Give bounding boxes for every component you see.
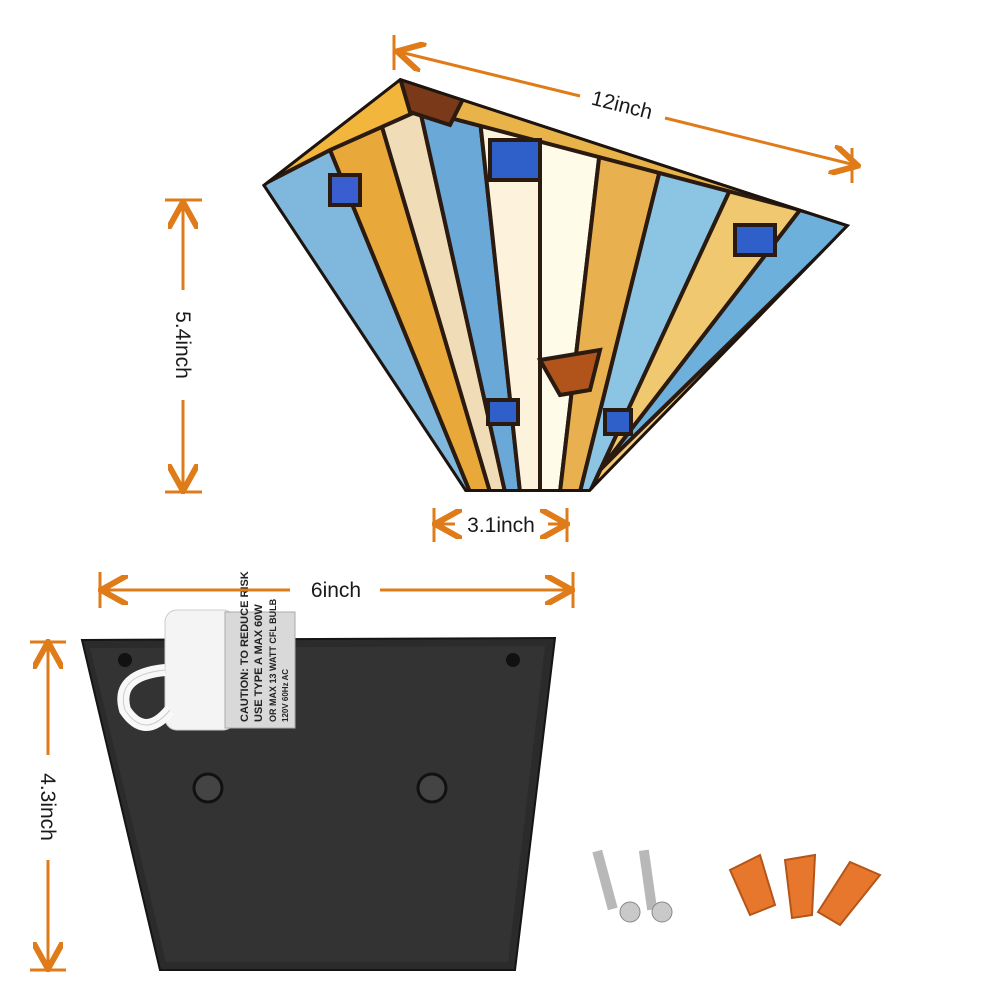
- dimension-lines: [30, 35, 855, 970]
- socket-label-line3: OR MAX 13 WATT CFL BULB: [268, 598, 278, 722]
- shade-width-label: 12inch: [589, 87, 655, 124]
- base-width-label: 6inch: [311, 579, 361, 602]
- mounting-screws: [592, 849, 673, 923]
- base-height-label: 4.3inch: [36, 773, 59, 841]
- mounting-knob: [416, 772, 448, 804]
- bulb-socket: CAUTION: TO REDUCE RISK USE TYPE A MAX 6…: [117, 571, 296, 731]
- wire-nuts: [728, 853, 882, 927]
- shade-height-label: 5.4inch: [171, 311, 194, 379]
- shade-bottom-width-label: 3.1inch: [467, 514, 535, 537]
- socket-label-line1: CAUTION: TO REDUCE RISK: [239, 571, 251, 722]
- mounting-base-plate: CAUTION: TO REDUCE RISK USE TYPE A MAX 6…: [80, 571, 557, 971]
- mounting-knob: [192, 772, 224, 804]
- socket-label-line4: 120V 60Hz AC: [281, 669, 290, 722]
- lamp-shade: [262, 78, 850, 492]
- screw-icon: [506, 653, 520, 667]
- screw-icon: [118, 653, 132, 667]
- socket-label-line2: USE TYPE A MAX 60W: [253, 604, 265, 722]
